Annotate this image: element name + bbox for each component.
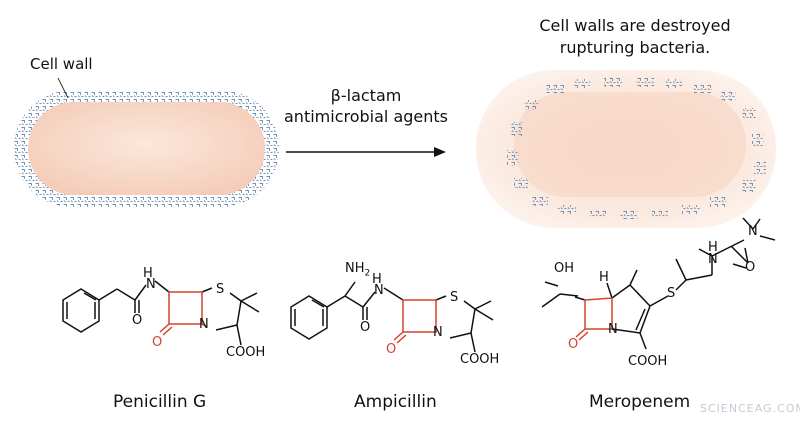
atom-label: N xyxy=(748,224,758,239)
wall-fragment xyxy=(710,197,726,207)
atom-label: N xyxy=(433,325,443,340)
atom-label: N xyxy=(374,283,384,298)
wall-fragment xyxy=(752,132,764,148)
wall-fragments xyxy=(507,77,766,219)
wall-fragment xyxy=(666,79,682,88)
intact-bacterium xyxy=(14,90,279,207)
ruptured-bacterium xyxy=(476,70,776,228)
wall-fragment xyxy=(620,210,638,219)
wall-fragment xyxy=(754,160,766,174)
atom-label: S xyxy=(216,282,225,297)
wall-fragment xyxy=(590,209,606,218)
wall-fragment xyxy=(514,178,528,190)
atom-label: NH2 xyxy=(345,261,371,279)
wall-fragment xyxy=(532,196,548,206)
atom-label: N xyxy=(708,252,718,267)
atom-label: H xyxy=(372,272,382,287)
wall-fragment xyxy=(652,209,668,218)
cell-wall-pointer xyxy=(57,77,69,99)
atom-label: N xyxy=(199,317,209,332)
meropenem-name: Meropenem xyxy=(589,392,691,412)
wall-fragment xyxy=(742,108,756,120)
atom-label: O xyxy=(745,260,756,275)
ampicillin-structure xyxy=(290,281,494,353)
atom-label: H xyxy=(143,266,153,281)
agents-label-line1: β-lactam xyxy=(330,86,402,105)
wall-fragment xyxy=(546,83,564,93)
destroyed-label-line1: Cell walls are destroyed xyxy=(539,16,731,35)
atom-label: O xyxy=(386,342,397,357)
wall-fragment xyxy=(682,205,700,214)
atom-label: COOH xyxy=(628,354,668,369)
agents-label-line2: antimicrobial agents xyxy=(284,107,448,126)
penicillin-g-name: Penicillin G xyxy=(113,392,207,412)
cytoplasm xyxy=(28,102,265,195)
destroyed-label-line2: rupturing bacteria. xyxy=(559,38,711,57)
atom-label: H xyxy=(708,240,718,255)
wall-fragment xyxy=(720,91,736,101)
atom-label: H xyxy=(599,270,609,285)
wall-fragment xyxy=(524,100,538,110)
reaction-arrow xyxy=(286,147,446,157)
atom-label: COOH xyxy=(226,345,266,360)
penicillin-g-structure xyxy=(62,280,260,346)
atom-label: N xyxy=(146,277,156,292)
meropenem-structure xyxy=(541,217,776,350)
wall-fragment xyxy=(742,180,756,192)
wall-fragment xyxy=(636,77,654,87)
wall-fragment xyxy=(558,205,576,214)
wall-fragment xyxy=(604,77,622,87)
atom-label: S xyxy=(667,286,676,301)
wall-fragment xyxy=(510,122,522,136)
watermark: SCIENCEAG.COM xyxy=(700,402,800,415)
wall-fragment xyxy=(574,79,590,88)
atom-label: S xyxy=(450,290,459,305)
atom-label: O xyxy=(360,320,371,335)
cell-wall-label: Cell wall xyxy=(30,55,93,73)
ampicillin-name: Ampicillin xyxy=(354,392,437,412)
atom-label: O xyxy=(568,337,579,352)
atom-label: O xyxy=(132,313,143,328)
atom-label: COOH xyxy=(460,352,500,367)
atom-label: N xyxy=(608,322,618,337)
wall-fragment xyxy=(507,150,519,166)
wall-fragment xyxy=(694,83,712,93)
atom-label: OH xyxy=(554,261,575,276)
atom-label: O xyxy=(152,335,163,350)
